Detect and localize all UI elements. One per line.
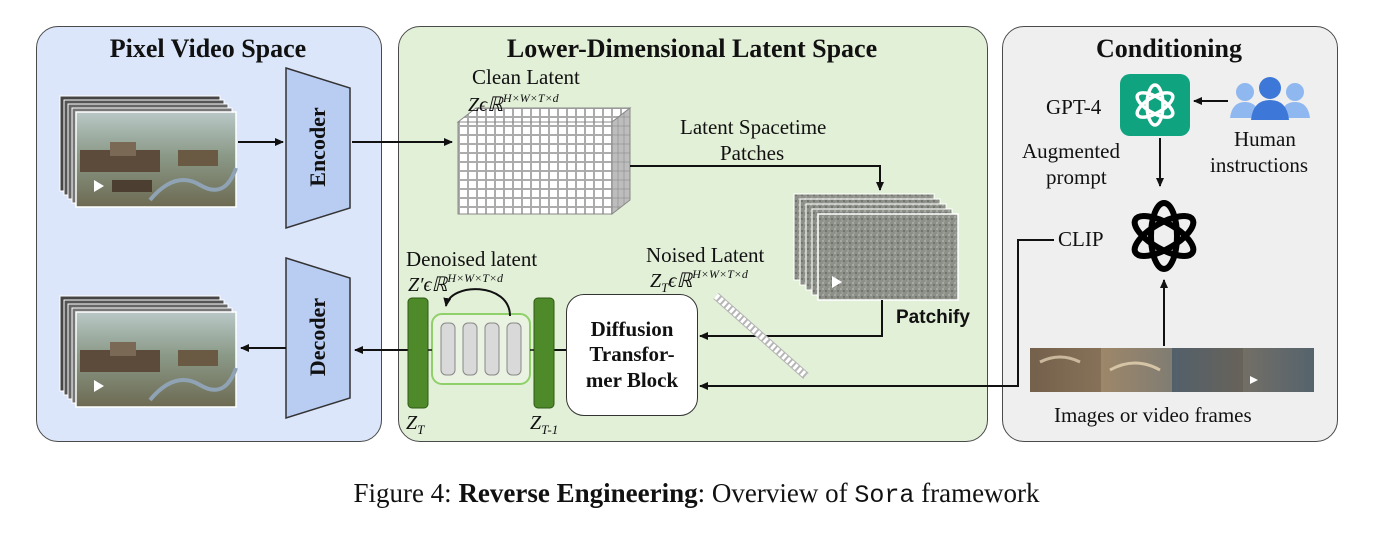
augmented-prompt-line1: Augmented bbox=[1022, 139, 1120, 163]
input-video-frames bbox=[59, 95, 238, 208]
denoised-latent-label: Denoised latent bbox=[406, 247, 538, 271]
clean-latent-label: Clean Latent bbox=[472, 65, 580, 89]
gpt4-logo-icon bbox=[1120, 74, 1190, 136]
denoised-latent-formula: Z′ϵℝH×W×T×d bbox=[408, 271, 504, 296]
clip-label: CLIP bbox=[1058, 227, 1104, 251]
noised-latent-tokens bbox=[713, 293, 809, 379]
figure-caption: Figure 4: Reverse Engineering: Overview … bbox=[353, 478, 1040, 510]
noisy-patch-stack bbox=[793, 193, 959, 301]
noised-latent-formula: ZTϵℝH×W×T×d bbox=[650, 267, 748, 295]
human-instructions-line1: Human bbox=[1234, 127, 1296, 151]
encoder-shape bbox=[285, 66, 351, 230]
decoder-shape bbox=[285, 256, 351, 420]
latent-patches-label-line1: Latent Spacetime bbox=[680, 115, 827, 139]
patchify-label: Patchify bbox=[896, 307, 970, 328]
denoise-block bbox=[431, 313, 531, 385]
latent-patches-label-line2: Patches bbox=[720, 141, 785, 165]
encoder-label: Encoder bbox=[305, 107, 330, 187]
clip-logo-icon bbox=[1131, 200, 1197, 272]
diffusion-transformer-block: Diffusion Transfor- mer Block bbox=[566, 294, 698, 416]
dit-line1: Diffusion bbox=[590, 317, 674, 342]
conditioning-image-strip bbox=[1030, 348, 1314, 392]
gpt4-label: GPT-4 bbox=[1046, 95, 1102, 119]
noised-latent-label: Noised Latent bbox=[646, 243, 765, 267]
output-video-frames bbox=[59, 295, 238, 408]
dit-line2: Transfor- bbox=[589, 342, 675, 367]
latent-panel-title: Lower-Dimensional Latent Space bbox=[506, 34, 878, 63]
dit-line3: mer Block bbox=[585, 367, 679, 392]
augmented-prompt-line2: prompt bbox=[1046, 165, 1107, 189]
conditioning-panel-title: Conditioning bbox=[1096, 34, 1242, 63]
zt-label: ZT bbox=[406, 412, 425, 437]
zt1-block bbox=[533, 297, 555, 409]
human-instructions-line2: instructions bbox=[1210, 153, 1308, 177]
pixel-panel-title: Pixel Video Space bbox=[109, 34, 307, 63]
clean-latent-formula: ZϵℝH×W×T×d bbox=[468, 91, 559, 116]
decoder-label: Decoder bbox=[305, 297, 330, 377]
clean-latent-cube bbox=[456, 106, 632, 216]
human-instructions-icon bbox=[1230, 77, 1310, 120]
zt-block bbox=[407, 297, 429, 409]
images-label: Images or video frames bbox=[1054, 403, 1252, 427]
zt1-label: ZT-1 bbox=[530, 412, 559, 437]
diagram-graphics bbox=[59, 66, 1314, 420]
